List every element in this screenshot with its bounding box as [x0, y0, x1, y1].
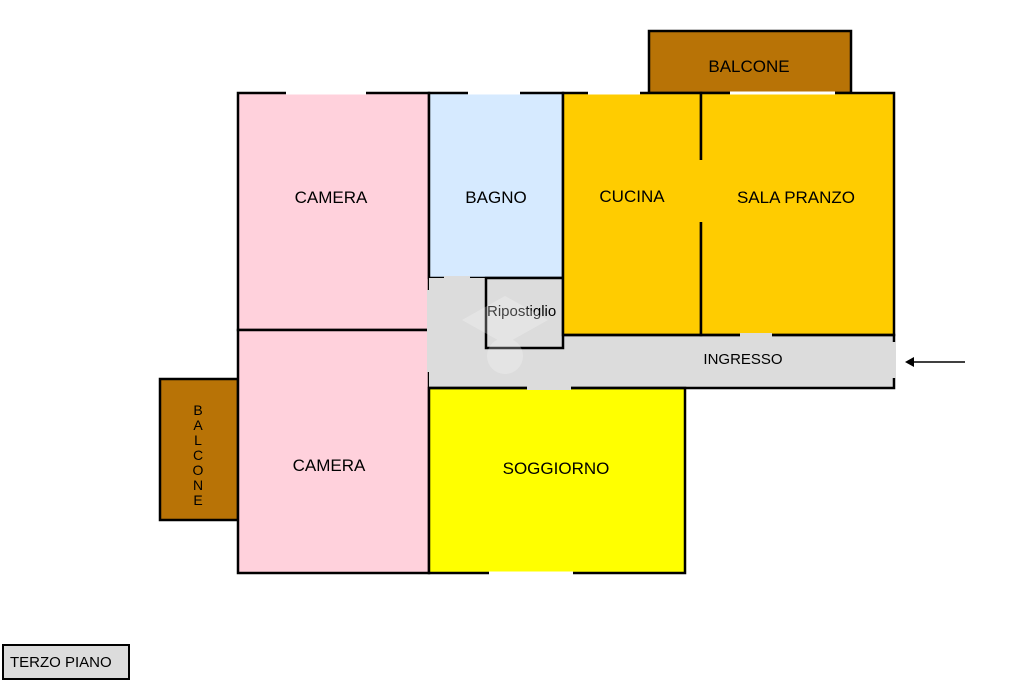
balcony-left-letter: C: [193, 447, 203, 463]
room-ingresso-label: INGRESSO: [703, 351, 782, 368]
room-soggiorno-label: SOGGIORNO: [503, 459, 610, 478]
balcony-left-letter: A: [193, 417, 203, 433]
room-bagno-label: BAGNO: [465, 188, 526, 207]
room-ripostiglio-label: Ripostiglio: [487, 303, 556, 320]
room-soggiorno: [427, 386, 687, 575]
balcony-left-letter: N: [193, 477, 203, 493]
arrow-left-icon: [905, 357, 965, 367]
balcony-top-label: BALCONE: [708, 57, 789, 76]
room-camera-bottom-label: CAMERA: [293, 456, 366, 475]
balcony-left: [158, 377, 240, 522]
room-sala-pranzo: [699, 91, 896, 337]
room-cucina-label: CUCINA: [599, 187, 665, 206]
balcony-left-letter: B: [193, 402, 202, 418]
room-camera-top: [236, 91, 431, 332]
room-camera-top-label: CAMERA: [295, 188, 368, 207]
room-cucina: [561, 91, 703, 337]
balcony-left-letter: L: [194, 432, 202, 448]
room-sala-pranzo-label: SALA PRANZO: [737, 188, 855, 207]
room-ripostiglio: [484, 276, 565, 350]
balcony-left-letter: E: [193, 492, 202, 508]
room-bagno: [427, 91, 565, 280]
room-camera-bottom: [236, 328, 431, 575]
watermark-logo: [462, 296, 548, 374]
floor-level-label: TERZO PIANO: [2, 644, 130, 680]
balcony-left-letter: O: [193, 462, 204, 478]
balcony-left-label: B A L C O N E: [193, 402, 204, 508]
balcony-top: [647, 29, 853, 95]
